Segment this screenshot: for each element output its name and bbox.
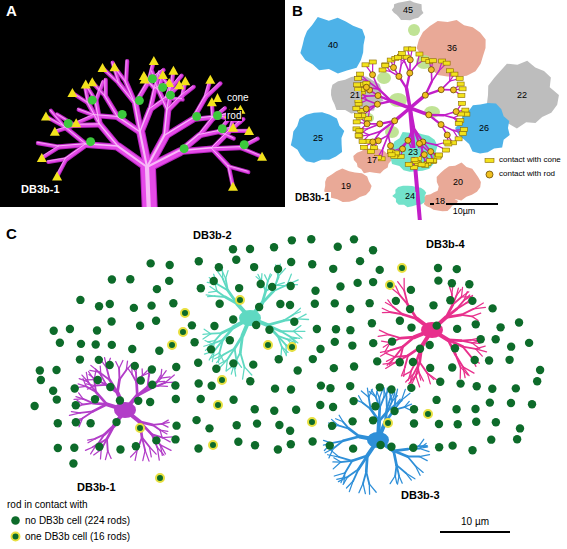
- legend-symbol: [212, 110, 223, 121]
- legend-entry: rod: [212, 110, 242, 121]
- legend-entry: one DB3b cell (16 rods): [10, 531, 131, 542]
- dendrite: [38, 61, 262, 207]
- figure-label: rod in contact with: [6, 499, 89, 510]
- legend-entry: cone: [212, 92, 250, 103]
- cell-body: [114, 402, 136, 418]
- figure-label: 10µm: [452, 207, 477, 217]
- cone-number: 25: [312, 134, 324, 143]
- figure-label: 10 µm: [460, 516, 490, 527]
- cone-number: 36: [446, 44, 458, 53]
- dendrite: [69, 358, 175, 461]
- cone-number: 19: [340, 182, 352, 191]
- rod-marker: [64, 74, 249, 153]
- scale-bar: [440, 531, 510, 533]
- legend-symbol: [212, 92, 223, 103]
- rod-contact-area: [377, 72, 391, 84]
- legend-entry: contact with cone: [484, 155, 562, 166]
- legend-symbol: [484, 169, 495, 180]
- cone-territory: 40: [296, 14, 370, 76]
- legend-entry: no DB3b cell (224 rods): [10, 515, 131, 526]
- cone-territory: 45: [391, 0, 425, 21]
- cone-number: 21: [349, 91, 361, 100]
- cell-body: [421, 322, 443, 338]
- cell-illustration: [37, 56, 267, 207]
- cone-number: 18: [434, 197, 446, 206]
- panel-letter: B: [291, 3, 304, 20]
- cone-territory: 25: [289, 112, 347, 164]
- cone-marker: [37, 56, 267, 191]
- dendrite: [323, 388, 429, 494]
- contacted-rod-dot: [136, 264, 432, 482]
- dendrite: [378, 278, 486, 387]
- cone-number: 17: [366, 156, 378, 165]
- cone-number: 23: [407, 148, 419, 157]
- legend-text: rod: [226, 110, 242, 121]
- cone-territory: 24: [392, 184, 428, 208]
- cone-number: 26: [478, 124, 490, 133]
- cell-illustration: [30, 235, 544, 494]
- cone-number: 20: [452, 178, 464, 187]
- figure-label: DB3b-2: [192, 229, 233, 241]
- panel-letter: C: [5, 226, 18, 243]
- cone-number: 45: [402, 6, 414, 15]
- dendrite: [203, 264, 309, 379]
- rod-dot: [30, 235, 544, 468]
- figure-label: DB3b-3: [400, 489, 441, 501]
- legend-symbol: [10, 531, 21, 542]
- rod-contact-area: [408, 24, 420, 36]
- legend-text: no DB3b cell (224 rods): [24, 515, 131, 526]
- dendrite: [38, 61, 262, 207]
- panel-letter: A: [5, 3, 18, 20]
- figure-label: DB3b-1: [76, 481, 117, 493]
- figure-label: DB3b-1: [294, 192, 331, 203]
- legend-symbol: [10, 515, 21, 526]
- legend-text: contact with cone: [498, 156, 562, 165]
- figure-label: DB3b-1: [20, 183, 61, 195]
- legend-entry: contact with rod: [484, 169, 556, 180]
- legend-text: cone: [226, 92, 250, 103]
- figure-label: DB3b-4: [425, 238, 466, 250]
- legend-text: one DB3b cell (16 rods): [24, 531, 131, 542]
- legend-text: contact with rod: [498, 170, 556, 179]
- dendrite: [37, 60, 261, 207]
- legend-symbol: [484, 155, 495, 166]
- cone-number: 22: [516, 91, 528, 100]
- cone-number: 24: [404, 192, 416, 201]
- cone-number: 40: [327, 41, 339, 50]
